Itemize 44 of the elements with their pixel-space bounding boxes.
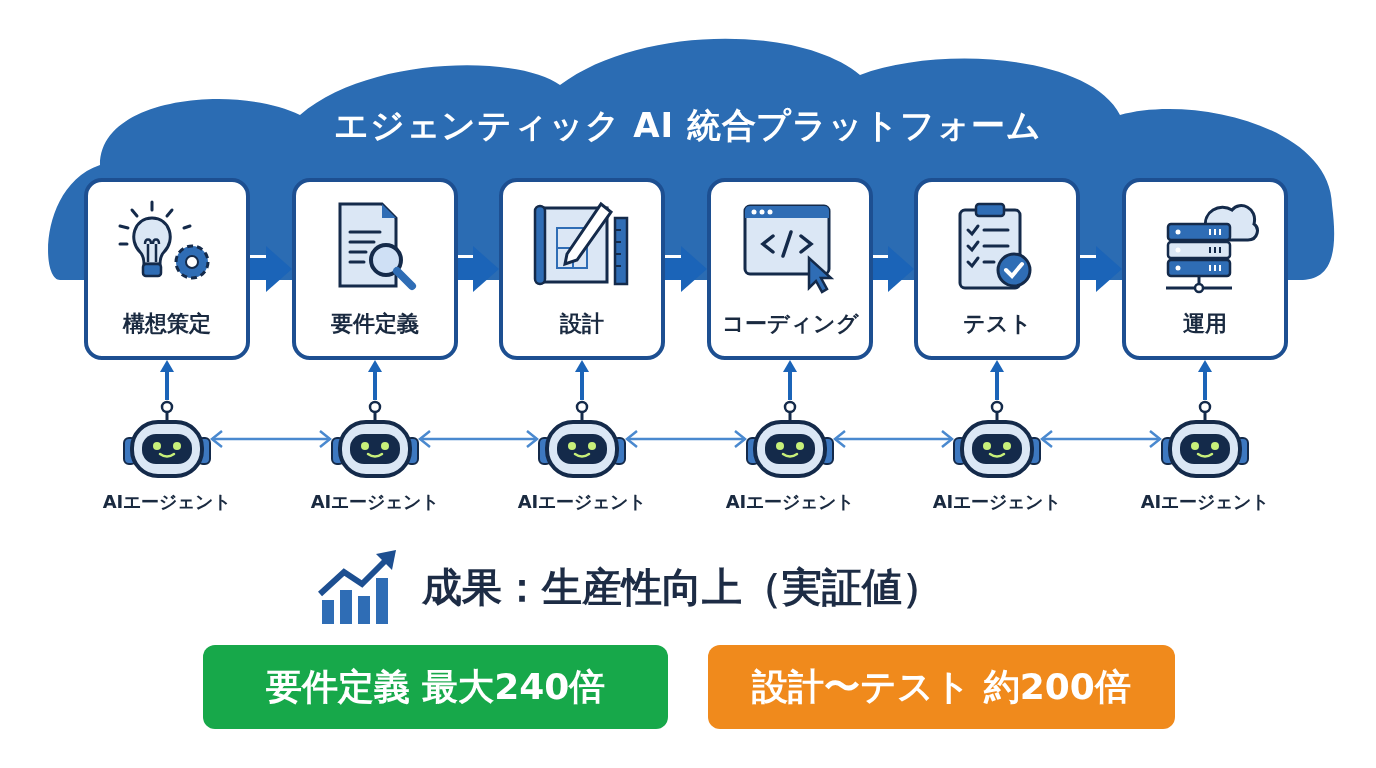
step-label: 要件定義 xyxy=(331,310,419,338)
arrow xyxy=(210,429,332,449)
process-box xyxy=(499,178,665,360)
block-arrow xyxy=(1080,246,1122,292)
agent-label: AIエージェント xyxy=(309,490,441,514)
arrow xyxy=(1198,360,1212,400)
agent-label: AIエージェント xyxy=(931,490,1063,514)
robot-icon xyxy=(537,400,627,478)
platform-title: エジェンティック AI 統合プラットフォーム xyxy=(333,104,1043,147)
step-label: 設計 xyxy=(560,310,604,338)
process-box xyxy=(1122,178,1288,360)
robot-icon xyxy=(1160,400,1250,478)
arrow xyxy=(418,429,539,449)
process-box xyxy=(914,178,1080,360)
arrow xyxy=(833,429,954,449)
process-box xyxy=(84,178,250,360)
block-arrow xyxy=(873,246,914,292)
robot-icon xyxy=(952,400,1042,478)
result-badge: 要件定義 最大240倍 xyxy=(203,645,668,729)
block-arrow xyxy=(458,246,499,292)
arrow xyxy=(160,360,174,400)
results-heading: 成果：生産性向上（実証値） xyxy=(422,563,942,612)
arrow xyxy=(368,360,382,400)
result-badge: 設計〜テスト 約200倍 xyxy=(708,645,1175,729)
agent-label: AIエージェント xyxy=(516,490,648,514)
arrow xyxy=(1040,429,1162,449)
agent-label: AIエージェント xyxy=(724,490,856,514)
arrow xyxy=(575,360,589,400)
agent-label: AIエージェント xyxy=(101,490,233,514)
process-box xyxy=(292,178,458,360)
step-label: 構想策定 xyxy=(123,310,211,338)
block-arrow xyxy=(665,246,707,292)
step-label: テスト xyxy=(962,310,1032,338)
arrow xyxy=(990,360,1004,400)
process-box xyxy=(707,178,873,360)
step-label: 運用 xyxy=(1183,310,1227,338)
robot-icon xyxy=(745,400,835,478)
robot-icon xyxy=(122,400,212,478)
block-arrow xyxy=(250,246,292,292)
step-label: コーディング xyxy=(721,310,859,338)
arrow xyxy=(783,360,797,400)
agent-label: AIエージェント xyxy=(1139,490,1271,514)
robot-icon xyxy=(330,400,420,478)
arrow xyxy=(625,429,747,449)
